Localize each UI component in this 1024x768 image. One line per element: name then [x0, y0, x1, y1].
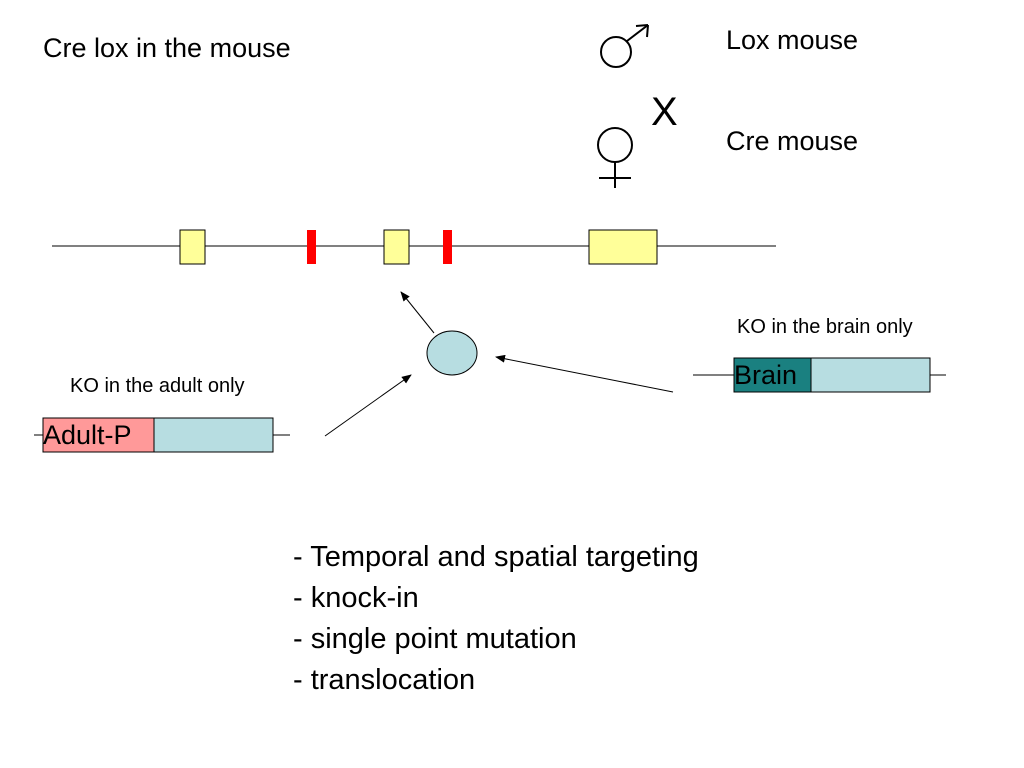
bullet-list: - Temporal and spatial targeting - knock…	[293, 537, 699, 701]
exon-3	[588, 229, 658, 265]
brain-promoter-label: Brain	[734, 360, 798, 390]
male-symbol-icon	[600, 24, 649, 68]
bullet-item: - Temporal and spatial targeting	[293, 541, 699, 573]
exon-2	[383, 229, 410, 265]
exon-1	[179, 229, 206, 265]
lox-mouse-label: Lox mouse	[726, 25, 859, 55]
arrow-adult-to-cre	[324, 374, 412, 437]
brain-cre-gene	[810, 357, 931, 393]
bullet-item: - knock-in	[293, 582, 419, 614]
arrow-cre-to-gene	[400, 291, 435, 334]
adult-cre-gene	[153, 417, 274, 453]
cre-mouse-label: Cre mouse	[726, 126, 859, 156]
loxp-site-1	[307, 230, 316, 264]
female-symbol-icon	[597, 127, 633, 188]
brain-promoter	[733, 357, 812, 393]
bullet-item: - single point mutation	[293, 623, 577, 655]
ko-brain-caption: KO in the brain only	[737, 316, 913, 338]
slide-title: Cre lox in the mouse	[43, 33, 291, 63]
cre-recombinase	[426, 330, 478, 376]
adult-promoter	[42, 417, 155, 453]
adult-promoter-label: Adult-P	[43, 420, 132, 450]
cross-symbol: X	[651, 90, 678, 134]
ko-adult-caption: KO in the adult only	[70, 375, 245, 397]
loxp-site-2	[443, 230, 452, 264]
bullet-item: - translocation	[293, 664, 476, 696]
arrow-brain-to-cre	[495, 354, 674, 393]
